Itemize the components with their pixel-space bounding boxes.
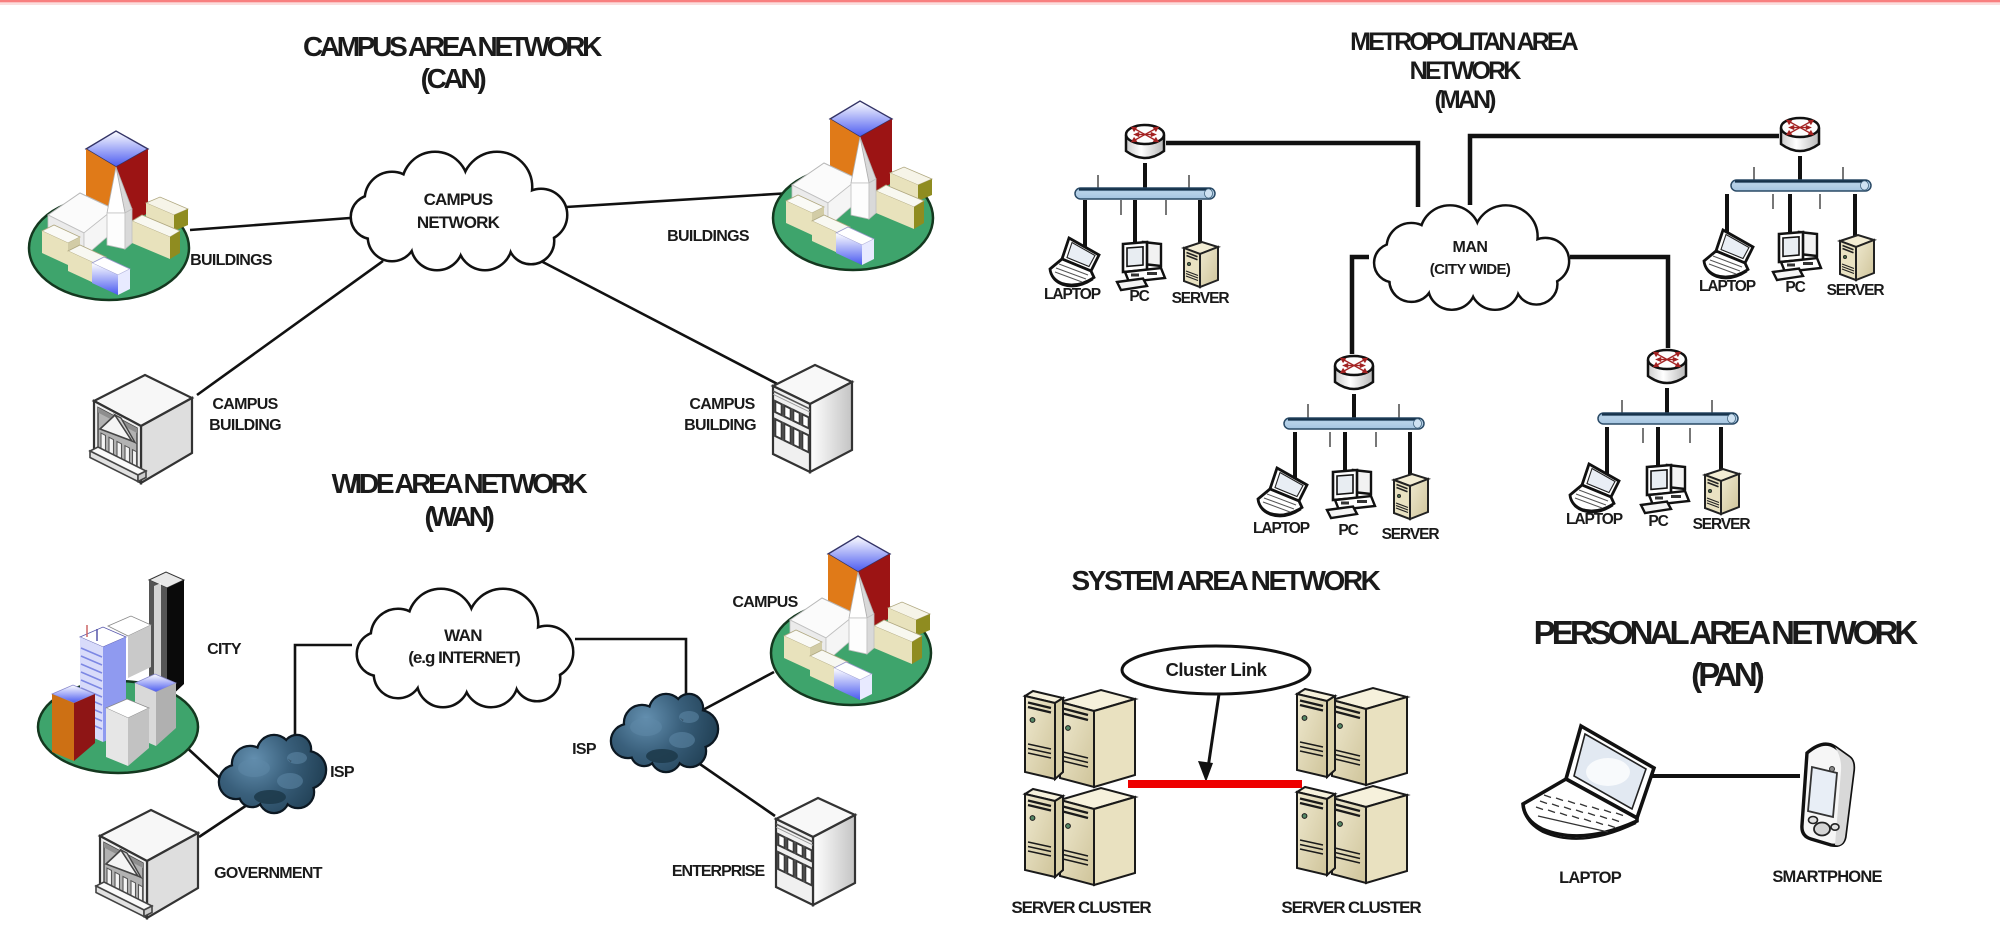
svg-text:WAN: WAN: [444, 626, 482, 645]
svg-text:SYSTEM AREA NETWORK: SYSTEM AREA NETWORK: [1072, 565, 1381, 596]
svg-text:NETWORK: NETWORK: [417, 213, 501, 232]
svg-text:CAMPUS: CAMPUS: [689, 396, 755, 413]
svg-text:(WAN): (WAN): [425, 501, 494, 532]
svg-text:METROPOLITAN AREA: METROPOLITAN AREA: [1350, 28, 1579, 56]
svg-text:GOVERNMENT: GOVERNMENT: [214, 865, 323, 882]
svg-text:CAMPUS: CAMPUS: [424, 190, 493, 209]
svg-text:(PAN): (PAN): [1691, 656, 1764, 693]
svg-text:(e.g INTERNET): (e.g INTERNET): [408, 648, 520, 667]
svg-text:PC: PC: [1648, 513, 1668, 530]
svg-text:SERVER: SERVER: [1693, 516, 1751, 533]
svg-text:SERVER CLUSTER: SERVER CLUSTER: [1281, 898, 1421, 917]
svg-text:WIDE AREA NETWORK: WIDE AREA NETWORK: [332, 468, 588, 499]
svg-text:Cluster Link: Cluster Link: [1166, 659, 1268, 680]
svg-text:CAMPUS AREA NETWORK: CAMPUS AREA NETWORK: [303, 31, 602, 62]
svg-text:CITY: CITY: [207, 641, 242, 658]
svg-text:CAMPUS: CAMPUS: [212, 396, 278, 413]
svg-text:ISP: ISP: [572, 741, 597, 758]
svg-text:(CAN): (CAN): [421, 63, 486, 94]
svg-text:MAN: MAN: [1453, 239, 1488, 256]
svg-text:SERVER CLUSTER: SERVER CLUSTER: [1011, 898, 1151, 917]
svg-text:BUILDINGS: BUILDINGS: [667, 228, 750, 245]
svg-text:LAPTOP: LAPTOP: [1699, 278, 1756, 295]
svg-text:BUILDING: BUILDING: [209, 417, 281, 434]
svg-text:SMARTPHONE: SMARTPHONE: [1772, 868, 1882, 886]
svg-text:PERSONAL AREA NETWORK: PERSONAL AREA NETWORK: [1534, 614, 1919, 651]
svg-text:(CITY WIDE): (CITY WIDE): [1430, 261, 1511, 278]
svg-text:(MAN): (MAN): [1434, 86, 1496, 114]
svg-text:PC: PC: [1129, 288, 1149, 305]
svg-text:SERVER: SERVER: [1172, 290, 1230, 307]
svg-text:PC: PC: [1338, 522, 1358, 539]
svg-text:CAMPUS: CAMPUS: [732, 594, 798, 611]
svg-text:ISP: ISP: [330, 764, 355, 781]
svg-text:ENTERPRISE: ENTERPRISE: [672, 863, 766, 880]
svg-text:SERVER: SERVER: [1382, 526, 1440, 543]
svg-text:LAPTOP: LAPTOP: [1559, 869, 1622, 887]
svg-text:SERVER: SERVER: [1827, 282, 1885, 299]
svg-text:LAPTOP: LAPTOP: [1566, 511, 1623, 528]
svg-text:LAPTOP: LAPTOP: [1253, 520, 1310, 537]
svg-text:BUILDINGS: BUILDINGS: [190, 252, 273, 269]
svg-text:NETWORK: NETWORK: [1410, 57, 1522, 85]
svg-text:BUILDING: BUILDING: [684, 417, 756, 434]
svg-text:LAPTOP: LAPTOP: [1044, 286, 1101, 303]
svg-text:PC: PC: [1785, 279, 1805, 296]
